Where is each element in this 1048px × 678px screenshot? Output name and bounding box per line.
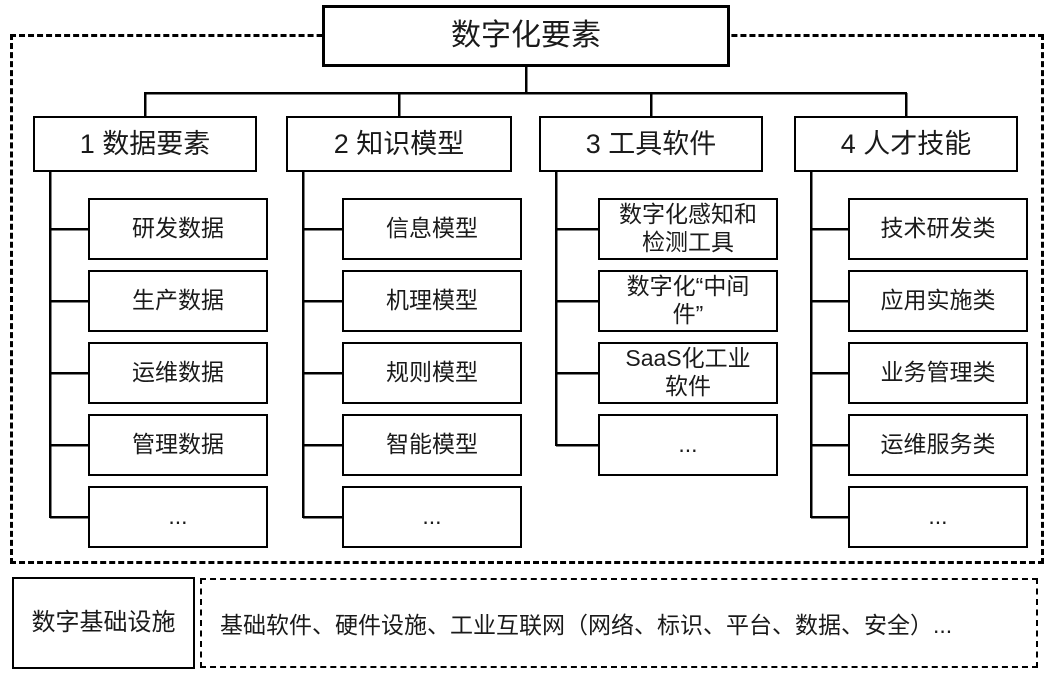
child-node-1-4: 管理数据 [88,414,268,476]
category-node-data-elements: 1 数据要素 [33,116,257,172]
category-node-knowledge-models: 2 知识模型 [286,116,512,172]
child-node-3-2: 数字化“中间 件” [598,270,778,332]
child-node-3-3: SaaS化工业 软件 [598,342,778,404]
category-node-talent-skills: 4 人才技能 [794,116,1018,172]
child-node-4-1: 技术研发类 [848,198,1028,260]
child-node-2-5: ... [342,486,522,548]
category-node-tool-software: 3 工具软件 [539,116,763,172]
child-node-2-2: 机理模型 [342,270,522,332]
child-node-1-3: 运维数据 [88,342,268,404]
child-node-2-3: 规则模型 [342,342,522,404]
child-node-4-5: ... [848,486,1028,548]
child-node-3-1: 数字化感知和 检测工具 [598,198,778,260]
child-node-2-4: 智能模型 [342,414,522,476]
root-node: 数字化要素 [322,5,730,67]
child-node-1-2: 生产数据 [88,270,268,332]
child-node-1-5: ... [88,486,268,548]
child-node-1-1: 研发数据 [88,198,268,260]
infrastructure-content-box: 基础软件、硬件设施、工业互联网（网络、标识、平台、数据、安全）... [200,578,1038,668]
child-node-3-4: ... [598,414,778,476]
child-node-4-2: 应用实施类 [848,270,1028,332]
infrastructure-label-box: 数字基础设施 [12,577,195,669]
child-node-2-1: 信息模型 [342,198,522,260]
child-node-4-4: 运维服务类 [848,414,1028,476]
child-node-4-3: 业务管理类 [848,342,1028,404]
